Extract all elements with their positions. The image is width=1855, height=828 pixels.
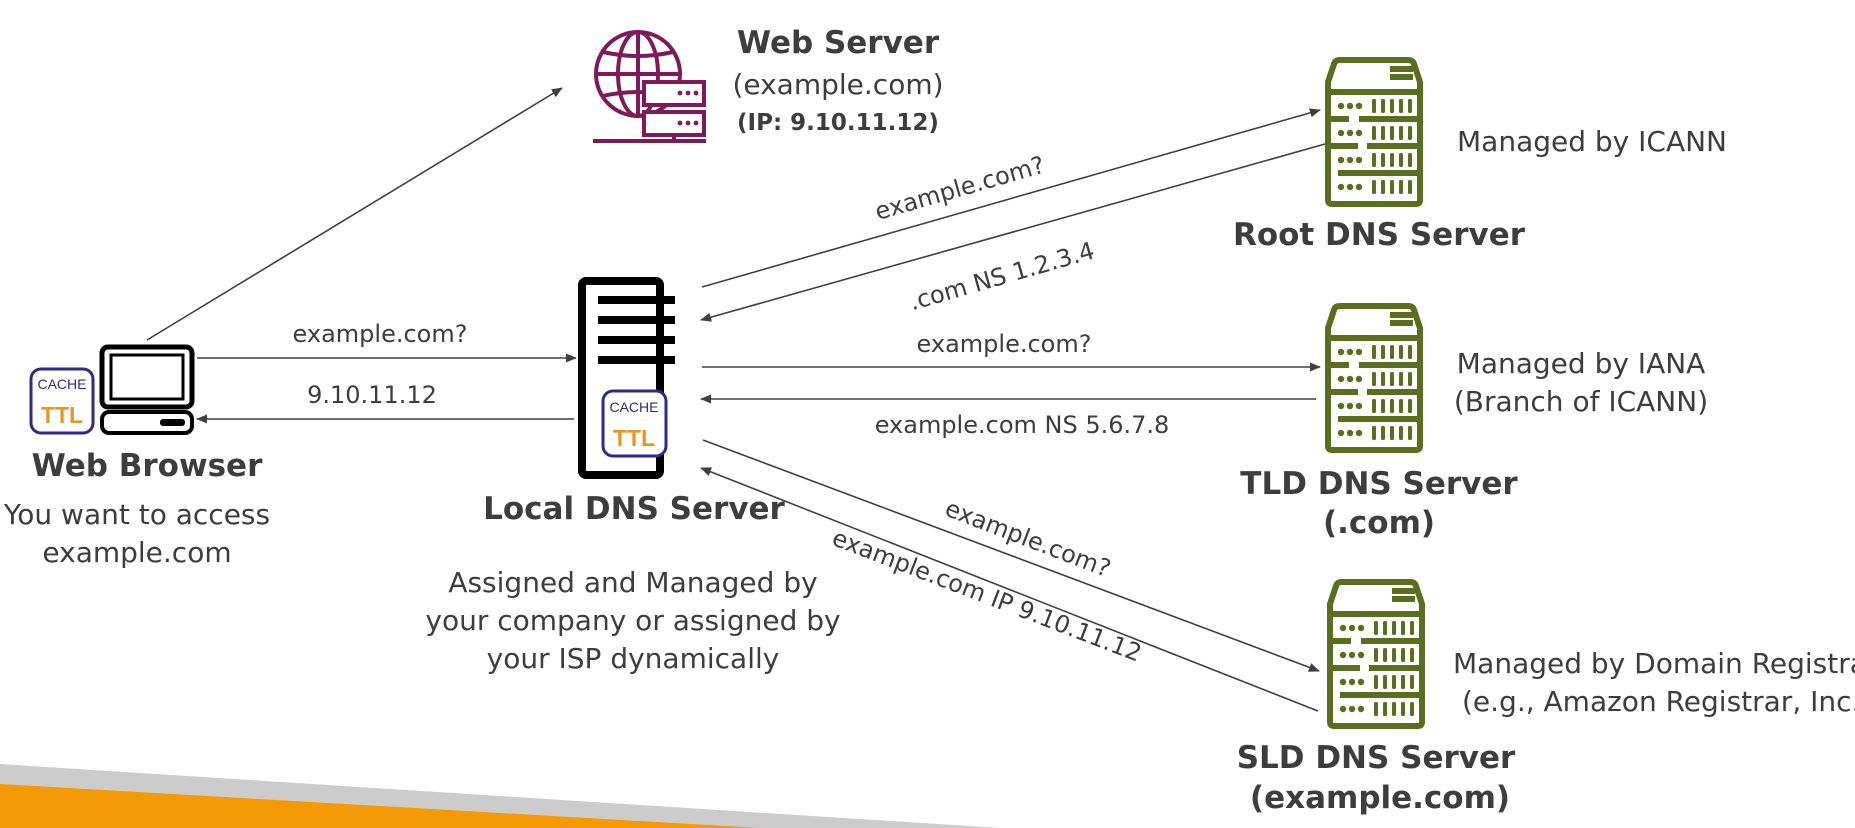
rack-server-icon [1328, 306, 1420, 450]
tld-dns-managed-by-line2: (Branch of ICANN) [1454, 385, 1708, 418]
sld-dns-managed-by-line2: (e.g., Amazon Registrar, Inc.) [1462, 685, 1855, 718]
desktop-computer-icon [99, 344, 195, 435]
globe-server-icon [593, 30, 706, 143]
local-dns-desc-line2: your company or assigned by [425, 604, 840, 637]
local-dns-node[interactable]: CACHE TTL Local DNS Server Assigned and … [425, 277, 841, 675]
web-server-ip: (IP: 9.10.11.12) [737, 110, 939, 136]
local-dns-desc-line3: your ISP dynamically [487, 642, 780, 675]
web-server-domain: (example.com) [732, 68, 943, 101]
ttl-label: TTL [613, 425, 655, 451]
root-dns-node[interactable]: Root DNS Server Managed by ICANN [1233, 60, 1727, 253]
web-browser-node[interactable]: CACHE TTL Web Browser You want to access… [3, 344, 270, 569]
edge-local-to-sld [702, 439, 1320, 672]
tld-dns-subtitle: (.com) [1323, 505, 1435, 541]
cache-label: CACHE [37, 376, 86, 392]
edge-label-local-to-tld: example.com? [917, 330, 1092, 358]
cache-label: CACHE [609, 399, 658, 415]
edge-root-to-local [700, 143, 1326, 322]
cache-ttl-badge: CACHE TTL [601, 389, 668, 458]
root-dns-managed-by: Managed by ICANN [1457, 125, 1727, 158]
rack-server-icon [1330, 582, 1422, 726]
sld-dns-managed-by-line1: Managed by Domain Registrar [1453, 647, 1855, 680]
web-server-node[interactable]: Web Server (example.com) (IP: 9.10.11.12… [593, 25, 944, 143]
web-browser-desc-line2: example.com [42, 536, 231, 569]
web-browser-desc-line1: You want to access [3, 498, 270, 531]
web-browser-title: Web Browser [32, 448, 263, 484]
footer-orange-stripe [0, 784, 760, 828]
sld-dns-subtitle: (example.com) [1250, 780, 1510, 816]
cache-ttl-badge: CACHE TTL [29, 367, 95, 435]
local-dns-desc-line1: Assigned and Managed by [448, 566, 817, 599]
web-server-title: Web Server [737, 25, 940, 61]
tld-dns-node[interactable]: TLD DNS Server (.com) Managed by IANA (B… [1240, 306, 1708, 541]
tld-dns-managed-by-line1: Managed by IANA [1457, 347, 1706, 380]
edge-label-sld-to-local: example.com IP 9.10.11.12 [828, 524, 1145, 668]
root-dns-title: Root DNS Server [1233, 217, 1526, 253]
tld-dns-title: TLD DNS Server [1240, 466, 1518, 502]
sld-dns-node[interactable]: SLD DNS Server (example.com) Managed by … [1237, 582, 1855, 816]
edge-local-to-root [701, 108, 1321, 288]
rack-server-icon [1328, 60, 1420, 204]
edge-browser-to-webserver [146, 87, 563, 341]
edge-label-local-to-browser: 9.10.11.12 [307, 381, 437, 409]
edge-label-browser-to-local: example.com? [293, 320, 468, 348]
edge-label-tld-to-local: example.com NS 5.6.7.8 [875, 411, 1170, 439]
ttl-label: TTL [41, 402, 83, 428]
edge-label-local-to-root: example.com? [872, 151, 1048, 226]
local-dns-title: Local DNS Server [483, 491, 785, 527]
edge-label-root-to-local: .com NS 1.2.3.4 [906, 236, 1098, 316]
edge-sld-to-local [700, 467, 1319, 712]
sld-dns-title: SLD DNS Server [1237, 740, 1516, 776]
